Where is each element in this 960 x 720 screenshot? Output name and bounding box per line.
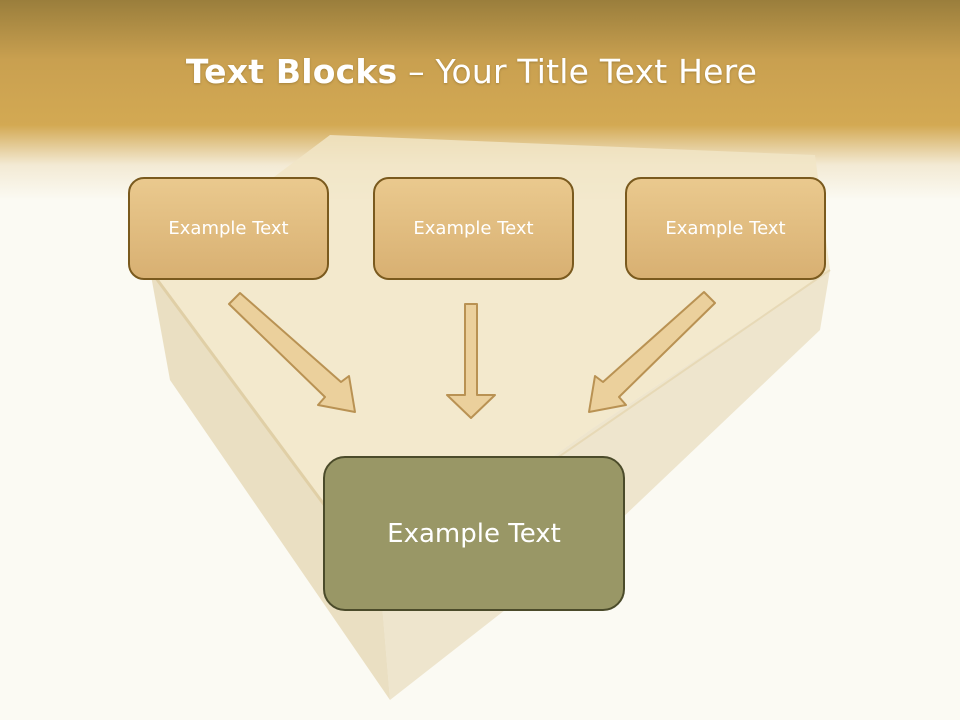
arrow-down-right xyxy=(228,292,356,413)
page-title: Text Blocks – Your Title Text Here xyxy=(0,52,943,91)
text-block-1[interactable]: Example Text xyxy=(128,177,329,280)
text-block-2[interactable]: Example Text xyxy=(373,177,574,280)
title-regular: – Your Title Text Here xyxy=(397,52,758,91)
text-block-3[interactable]: Example Text xyxy=(625,177,826,280)
text-block-1-label: Example Text xyxy=(168,218,289,239)
text-block-2-label: Example Text xyxy=(413,218,534,239)
result-block[interactable]: Example Text xyxy=(323,456,625,611)
result-block-label: Example Text xyxy=(387,518,561,549)
arrow-down xyxy=(446,303,496,419)
arrow-down-left xyxy=(588,291,716,413)
text-block-3-label: Example Text xyxy=(665,218,786,239)
title-bold: Text Blocks xyxy=(185,52,398,91)
